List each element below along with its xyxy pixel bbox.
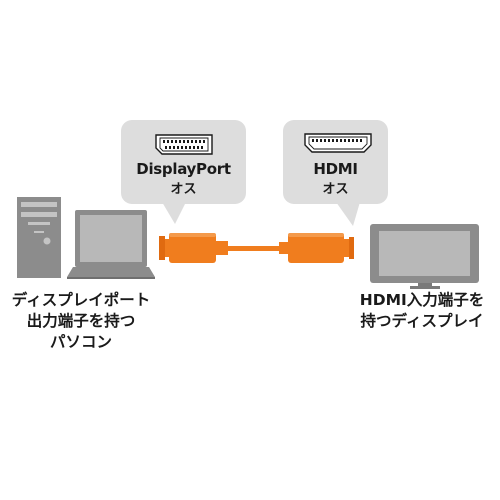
display-caption-line-1: HDMI入力端子を bbox=[359, 291, 485, 309]
hdmi-gender-label: オス bbox=[322, 182, 349, 197]
hdmi-connector-icon bbox=[304, 133, 372, 153]
displayport-connector-icon bbox=[155, 134, 213, 155]
desktop-tower-icon bbox=[17, 197, 61, 278]
displayport-bubble-text: DisplayPort オス bbox=[121, 160, 246, 197]
cable bbox=[159, 233, 354, 263]
display-icon bbox=[370, 224, 479, 289]
displayport-label: DisplayPort bbox=[136, 160, 231, 178]
display-caption: HDMI入力端子を 持つディスプレイ bbox=[348, 290, 496, 332]
pc-caption-line-1: ディスプレイポート bbox=[11, 291, 151, 309]
display-caption-line-2: 持つディスプレイ bbox=[360, 312, 484, 330]
laptop-icon bbox=[67, 210, 155, 279]
displayport-bubble bbox=[121, 120, 246, 224]
pc-caption-line-3: パソコン bbox=[49, 333, 112, 351]
pc-caption-line-2: 出力端子を持つ bbox=[26, 312, 136, 330]
displayport-gender-label: オス bbox=[170, 182, 197, 197]
pc-caption: ディスプレイポート 出力端子を持つ パソコン bbox=[0, 290, 162, 353]
hdmi-bubble-text: HDMI オス bbox=[283, 160, 388, 197]
hdmi-label: HDMI bbox=[313, 160, 358, 178]
